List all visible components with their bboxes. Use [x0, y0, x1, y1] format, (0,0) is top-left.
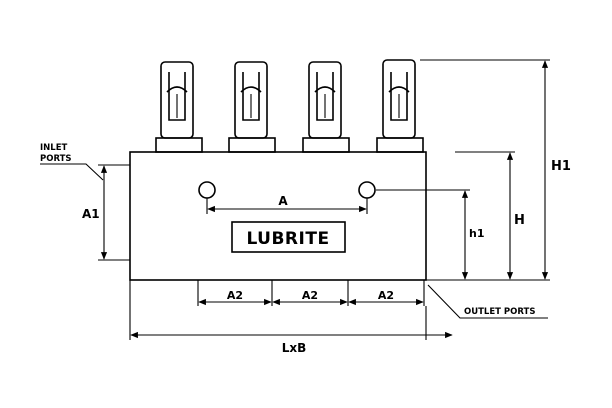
mounting-hole-right — [358, 181, 376, 199]
valve-fitting — [155, 61, 203, 153]
valve-fitting — [302, 61, 350, 153]
valve-fitting — [376, 59, 424, 153]
dim-h1-big-label: H1 — [551, 159, 571, 174]
dim-h-label: H — [514, 213, 525, 228]
valve-fitting — [228, 61, 276, 153]
dim-a2-label-3: A2 — [378, 289, 394, 302]
brand-plate — [231, 221, 346, 253]
outlet-ports-label: OUTLET PORTS — [464, 307, 535, 317]
dim-lxb-label: LxB — [282, 341, 307, 355]
dim-a2-label-1: A2 — [227, 289, 243, 302]
inlet-ports-label-1: INLET — [40, 143, 67, 153]
brand-label: LUBRITE — [246, 229, 329, 249]
manifold-block — [129, 151, 427, 281]
dim-a-label: A — [278, 194, 288, 208]
dim-h1-small-label: h1 — [469, 227, 485, 240]
dim-a1-label: A1 — [82, 207, 100, 221]
inlet-ports-leader — [40, 163, 104, 181]
inlet-ports-label-2: PORTS — [40, 154, 72, 164]
outlet-ports-leader — [427, 284, 548, 319]
mounting-hole-left — [198, 181, 216, 199]
dim-a2-label-2: A2 — [302, 289, 318, 302]
outlet-ext-lines — [197, 280, 425, 306]
valve-fittings — [155, 59, 424, 153]
